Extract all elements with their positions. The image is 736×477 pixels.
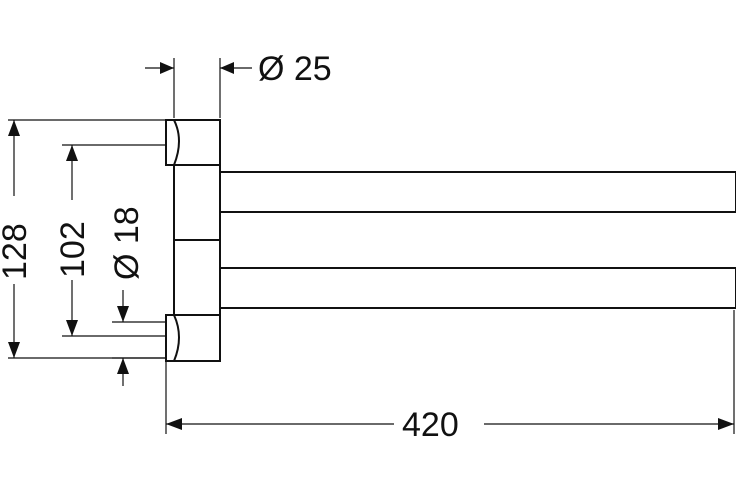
dimension-diameter-top: Ø 25 xyxy=(145,50,332,118)
label-diameter-top: Ø 25 xyxy=(258,50,332,88)
arrowhead xyxy=(8,120,20,136)
arrowhead xyxy=(718,418,734,430)
arrowhead xyxy=(160,62,174,74)
upper-arm xyxy=(219,171,736,213)
arrowhead xyxy=(66,145,78,161)
lower-arm xyxy=(219,267,736,309)
arrowhead xyxy=(117,358,129,374)
top-swivel-cap xyxy=(173,119,221,166)
bottom-wall-rosette xyxy=(165,314,180,362)
top-wall-rosette xyxy=(165,119,180,166)
arrowhead xyxy=(8,342,20,358)
label-overall-height: 128 xyxy=(0,223,34,280)
arrowhead xyxy=(166,418,182,430)
label-diameter-side: Ø 18 xyxy=(108,206,146,280)
arrowhead xyxy=(66,320,78,336)
label-mount-spacing: 102 xyxy=(54,221,92,278)
dimension-overall-length: 420 xyxy=(165,310,735,444)
dimension-diameter-side: Ø 18 xyxy=(108,206,166,386)
product-outline xyxy=(165,119,736,362)
arrowhead xyxy=(220,62,234,74)
label-overall-length: 420 xyxy=(402,406,459,444)
dimension-mount-spacing: 102 xyxy=(54,144,166,337)
bottom-swivel-cap xyxy=(173,314,221,362)
arrowhead xyxy=(117,306,129,322)
